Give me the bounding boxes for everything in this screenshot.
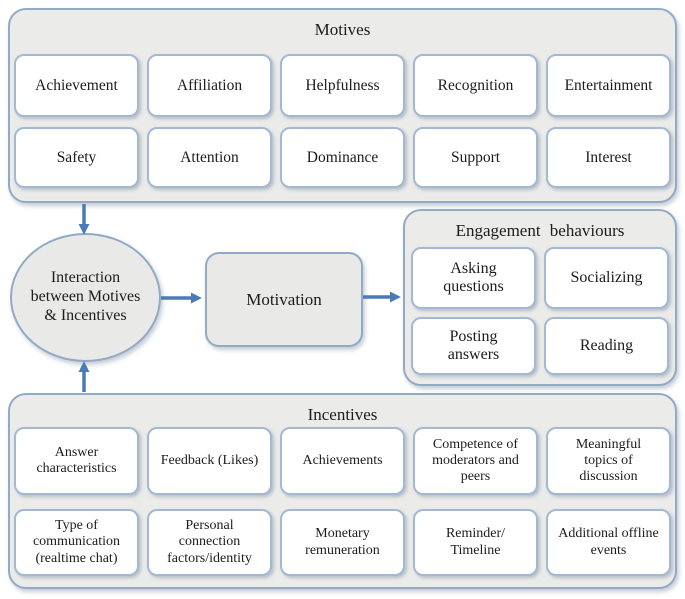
engagement-box: Posting answers — [411, 317, 536, 375]
incentive-box: Reminder/ Timeline — [413, 509, 538, 576]
motive-box: Recognition — [413, 54, 538, 117]
incentive-box: Monetary remuneration — [280, 509, 405, 576]
engagement-box: Asking questions — [411, 247, 536, 309]
motive-box: Entertainment — [546, 54, 671, 117]
motive-box: Helpfulness — [280, 54, 405, 117]
motive-box: Achievement — [14, 54, 139, 117]
motivation-box: Motivation — [205, 252, 363, 347]
engagement-title: Engagement behaviours — [455, 221, 625, 240]
motive-box: Safety — [14, 127, 139, 188]
motives-row-2: Safety Attention Dominance Support Inter… — [14, 127, 671, 188]
incentives-row-2: Type of communication (realtime chat) Pe… — [14, 509, 671, 576]
engagement-box: Reading — [544, 317, 669, 375]
incentives-title: Incentives — [307, 405, 378, 424]
incentive-box: Type of communication (realtime chat) — [14, 509, 139, 576]
motive-box: Dominance — [280, 127, 405, 188]
incentive-box: Personal connection factors/identity — [147, 509, 272, 576]
incentive-box: Answer characteristics — [14, 427, 139, 495]
motive-box: Attention — [147, 127, 272, 188]
motivation-label: Motivation — [246, 289, 322, 309]
motive-box: Affiliation — [147, 54, 272, 117]
interaction-ellipse: Interaction between Motives & Incentives — [10, 233, 161, 362]
motive-box: Interest — [546, 127, 671, 188]
motives-title: Motives — [314, 20, 371, 39]
incentive-box: Additional offline events — [546, 509, 671, 576]
incentive-box: Meaningful topics of discussion — [546, 427, 671, 495]
interaction-label: Interaction between Motives & Incentives — [30, 269, 141, 324]
incentive-box: Achievements — [280, 427, 405, 495]
motive-box: Support — [413, 127, 538, 188]
motives-row-1: Achievement Affiliation Helpfulness Reco… — [14, 54, 671, 117]
incentive-box: Competence of moderators and peers — [413, 427, 538, 495]
incentives-row-1: Answer characteristics Feedback (Likes) … — [14, 427, 671, 495]
engagement-grid: Asking questions Socializing Posting ans… — [411, 247, 669, 375]
engagement-box: Socializing — [544, 247, 669, 309]
incentive-box: Feedback (Likes) — [147, 427, 272, 495]
